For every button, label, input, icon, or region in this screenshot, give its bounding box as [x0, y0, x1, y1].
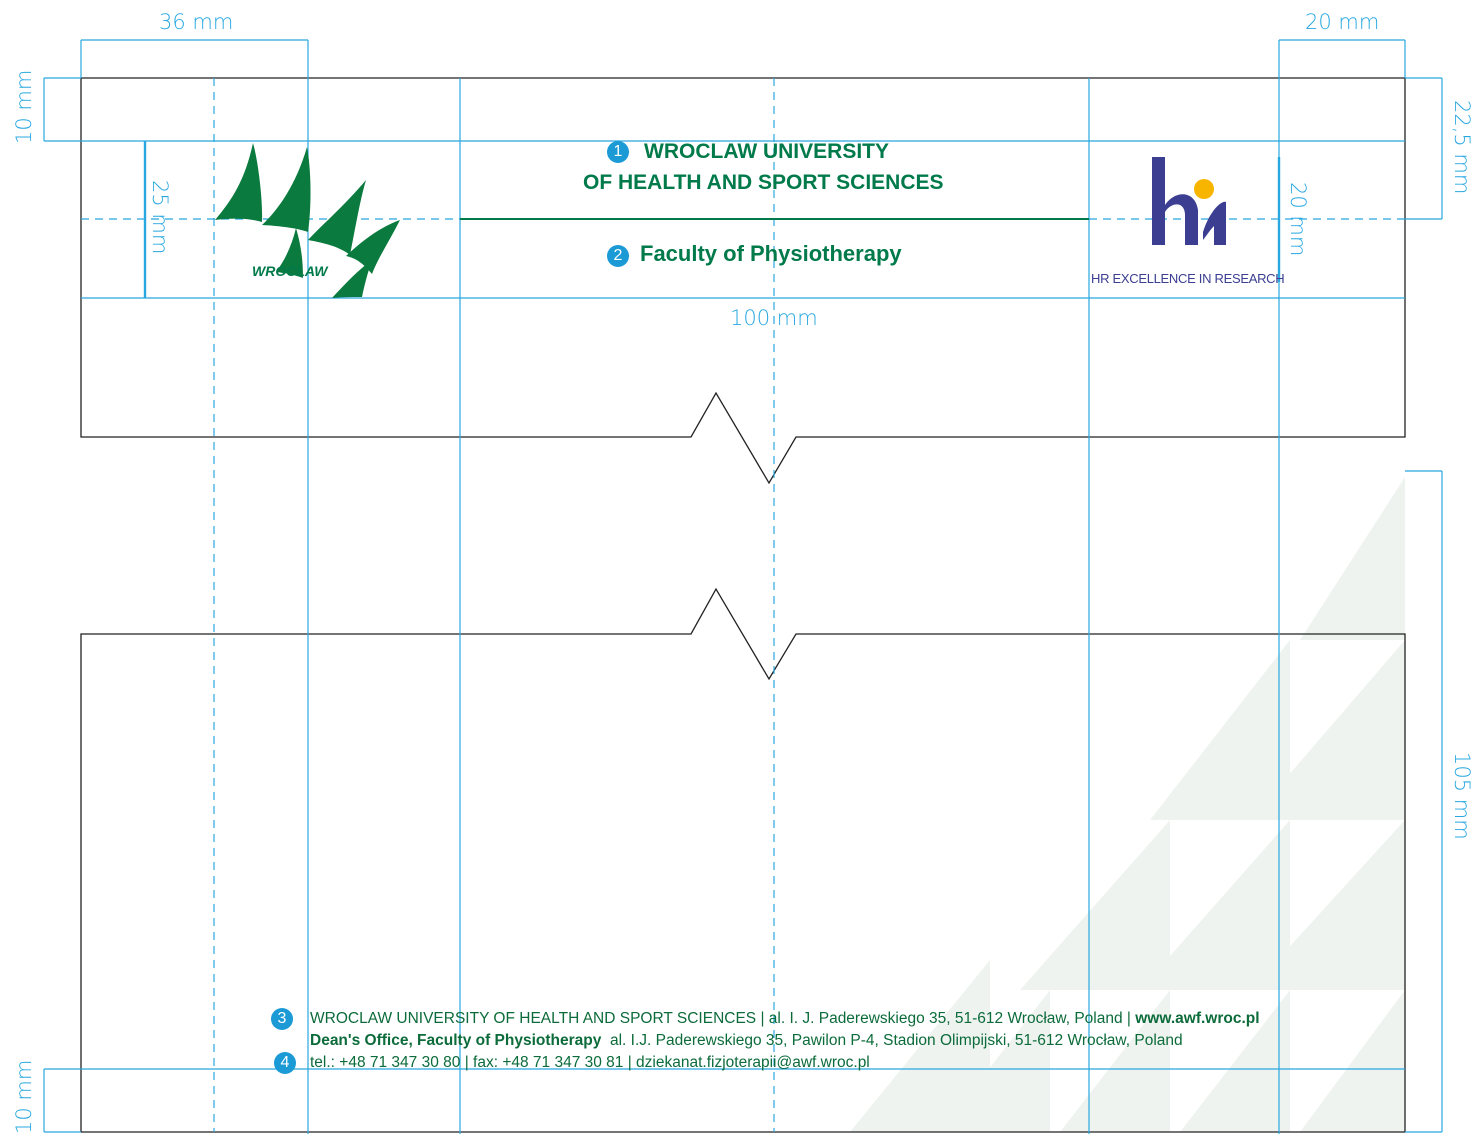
dim-bottom-margin: 10 mm [12, 1059, 36, 1134]
hr-excellence-logo-icon [1152, 157, 1226, 245]
footer-address-text: WROCLAW UNIVERSITY OF HEALTH AND SPORT S… [310, 1010, 1136, 1027]
logo-city-name: WROCŁAW [252, 263, 328, 279]
dim-top-margin: 10 mm [12, 69, 36, 144]
dim-right-width: 20 mm [1305, 10, 1380, 34]
marker-1: 1 [607, 141, 629, 163]
footer-website-link[interactable]: www.awf.wroc.pl [1135, 1010, 1260, 1027]
dim-bottom-height: 105 mm [1450, 752, 1474, 840]
university-name-line1: WROCLAW UNIVERSITY [644, 140, 889, 163]
dim-hr-logo-height: 20 mm [1286, 182, 1310, 257]
marker-3: 3 [271, 1008, 293, 1030]
dim-header-height: 22,5 mm [1450, 100, 1474, 195]
marker-4: 4 [274, 1052, 296, 1074]
footer-dean-office-address: al. I.J. Paderewskiego 35, Pawilon P-4, … [601, 1032, 1183, 1049]
footer-dean-office-line: Dean's Office, Faculty of Physiotherapy … [310, 1032, 1183, 1050]
dim-logo-height: 25 mm [148, 180, 172, 255]
marker-2: 2 [607, 245, 629, 267]
page-outline [80, 77, 1406, 1133]
footer-dean-office-name: Dean's Office, Faculty of Physiotherapy [310, 1032, 602, 1049]
watermark-sails-icon [850, 477, 1405, 1132]
footer-address-line: WROCLAW UNIVERSITY OF HEALTH AND SPORT S… [310, 1010, 1260, 1028]
solid-guides [43, 39, 1443, 1134]
footer-contact-line: tel.: +48 71 347 30 80 | fax: +48 71 347… [310, 1054, 870, 1071]
hr-logo-caption: HR EXCELLENCE IN RESEARCH [1091, 271, 1285, 286]
dim-left-width: 36 mm [159, 10, 234, 34]
faculty-name: Faculty of Physiotherapy [640, 241, 902, 266]
university-name-line2: OF HEALTH AND SPORT SCIENCES [583, 171, 944, 194]
awf-sails-logo-icon [215, 143, 400, 298]
dim-center-width: 100 mm [730, 306, 818, 330]
